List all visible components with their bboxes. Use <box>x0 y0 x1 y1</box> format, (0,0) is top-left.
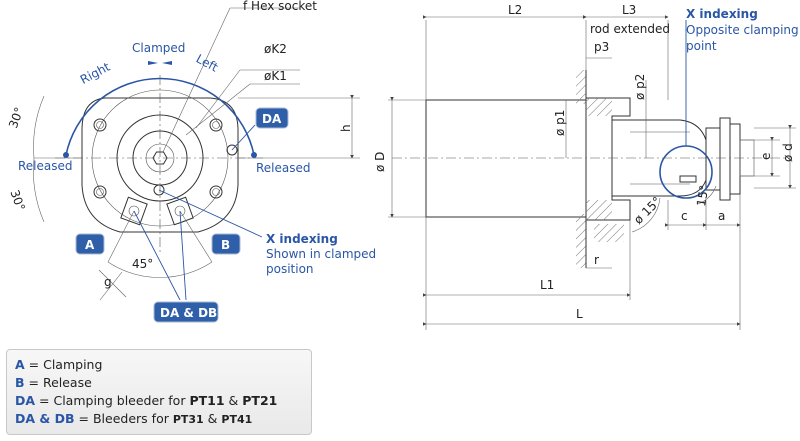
legend-pt31: PT31 <box>172 413 204 426</box>
x-indexing-front-line1: Shown in clamped <box>266 247 376 261</box>
angle-45-label: 45° <box>132 257 153 271</box>
angle-30-bottom-label: 30° <box>7 188 27 213</box>
badge-da-db: DA & DB <box>153 301 219 323</box>
rod-extended-label: rod extended <box>590 22 670 36</box>
clamped-label: Clamped <box>132 41 185 55</box>
legend-pt11: PT11 <box>189 393 225 408</box>
clamping-arc <box>65 77 255 156</box>
p3-label: p3 <box>594 40 609 54</box>
angle-30-top-label: 30° <box>6 105 26 130</box>
legend-text-a: = Clamping <box>24 357 103 372</box>
x-indexing-side-line1: Opposite clamping <box>686 23 799 37</box>
svg-text:A: A <box>85 238 95 252</box>
left-label: Left <box>194 52 221 75</box>
l-label: L <box>576 307 583 321</box>
angle-15-b-label: 15° <box>694 184 711 207</box>
legend-dadb-amp: & <box>203 411 222 426</box>
end-cap-ring-2 <box>729 123 741 195</box>
legend-key-da: DA <box>15 393 36 408</box>
front-view <box>33 7 360 301</box>
l3-label: L3 <box>622 3 636 17</box>
angle-15-a-label: ø 15° <box>631 194 664 227</box>
k2-label: øK2 <box>264 42 287 56</box>
legend-row-dadb: DA & DB = Bleeders for PT31 & PT41 <box>15 410 303 429</box>
d-big-label: ø D <box>373 152 387 172</box>
released-right-label: Released <box>256 161 311 175</box>
k1-label: øK1 <box>264 69 287 83</box>
legend-row-b: B = Release <box>15 374 303 392</box>
x-indexing-front-line2: position <box>266 262 314 276</box>
x-indexing-hole <box>153 184 165 196</box>
h-label: h <box>339 124 353 132</box>
svg-text:DA & DB: DA & DB <box>160 306 217 320</box>
l2-label: L2 <box>508 3 522 17</box>
legend-pt21: PT21 <box>242 393 278 408</box>
e-label: e <box>759 153 773 160</box>
c-label: c <box>681 209 688 223</box>
legend-box: A = Clamping B = Release DA = Clamping b… <box>6 349 312 435</box>
svg-text:DA: DA <box>262 112 282 126</box>
x-indexing-front-title: X indexing <box>266 232 338 246</box>
legend-row-da: DA = Clamping bleeder for PT11 & PT21 <box>15 392 303 410</box>
l1-label: L1 <box>540 278 554 292</box>
badge-a: A <box>75 233 105 255</box>
legend-key-b: B <box>15 375 25 390</box>
legend-key-dadb: DA & DB <box>15 411 75 426</box>
legend-key-a: A <box>15 357 25 372</box>
a-label: a <box>718 209 725 223</box>
mounting-wall-top <box>576 70 586 104</box>
badge-b: B <box>211 233 241 255</box>
legend-text-b: = Release <box>24 375 92 390</box>
legend-text-dadb: = Bleeders for <box>74 411 173 426</box>
svg-text:B: B <box>221 238 230 252</box>
x-indexing-side-line2: point <box>686 39 717 53</box>
da-port-hole <box>226 144 238 156</box>
legend-row-a: A = Clamping <box>15 356 303 374</box>
end-cap-ring <box>719 117 731 201</box>
badge-da: DA <box>255 107 289 129</box>
p1-label: ø p1 <box>553 110 567 136</box>
d-small-label: ø d <box>781 143 795 162</box>
g-label: g <box>104 275 112 289</box>
mounting-wall-bottom <box>576 214 586 268</box>
side-view <box>388 15 796 330</box>
x-indexing-side-title: X indexing <box>686 7 758 21</box>
legend-pt41: PT41 <box>221 413 253 426</box>
legend-text-da: = Clamping bleeder for <box>35 393 190 408</box>
right-label: Right <box>78 60 113 87</box>
p2-label: ø p2 <box>633 74 647 100</box>
legend-da-amp: & <box>224 393 243 408</box>
mounting-holes <box>93 118 223 199</box>
released-left-label: Released <box>18 159 73 173</box>
hex-socket-label: f Hex socket <box>243 0 317 13</box>
r-label: r <box>594 253 599 267</box>
